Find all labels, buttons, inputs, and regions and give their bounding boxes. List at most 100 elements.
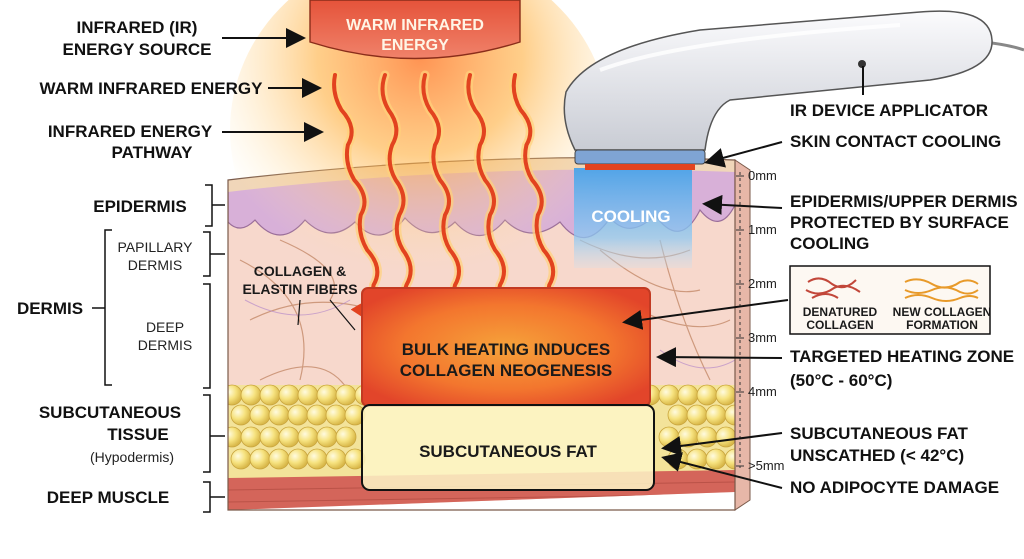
fat-cell	[705, 404, 727, 426]
label-deep-dermis-2: DERMIS	[138, 337, 192, 353]
ir-wave-arrows	[329, 70, 564, 334]
label-warm-energy: WARM INFRARED ENERGY	[40, 79, 264, 98]
bracket-epidermis	[205, 184, 225, 227]
fat-cell	[287, 448, 309, 470]
legend-denatured-2: COLLAGEN	[806, 318, 873, 332]
fat-cell	[228, 426, 243, 448]
fibers-label-2: ELASTIN FIBERS	[242, 281, 357, 297]
heating-zone-line1: BULK HEATING INDUCES	[402, 340, 610, 359]
bracket-muscle	[203, 481, 225, 513]
fat-cell	[686, 404, 708, 426]
ir-wave-arrow	[466, 73, 514, 334]
fat-cell	[228, 384, 243, 406]
legend-new-1: NEW COLLAGEN	[893, 305, 992, 319]
label-targeted-1: TARGETED HEATING ZONE	[790, 347, 1014, 366]
label-subcutaneous-2: TISSUE	[107, 425, 168, 444]
fibers-pointer-1	[297, 299, 301, 326]
label-papillary-1: PAPILLARY	[118, 239, 194, 255]
fat-cell	[230, 404, 252, 426]
source-label-line1: WARM INFRARED	[346, 17, 484, 34]
fat-box: SUBCUTANEOUS FAT	[361, 404, 655, 491]
depth-scale: 0mm 1mm 2mm 3mm 4mm >5mm	[736, 168, 784, 473]
label-subcutaneous-3: (Hypodermis)	[90, 449, 174, 465]
label-contact-cooling: SKIN CONTACT COOLING	[790, 132, 1001, 151]
depth-tick-label: 0mm	[748, 168, 777, 183]
fat-cell	[297, 426, 319, 448]
fat-cell	[316, 384, 338, 406]
fat-cell	[667, 404, 689, 426]
arrow-no-damage	[661, 452, 783, 489]
fat-cell	[677, 384, 699, 406]
label-epidermis: EPIDERMIS	[93, 197, 187, 216]
fat-cell	[306, 448, 328, 470]
fat-cell	[287, 404, 309, 426]
fat-cell	[297, 384, 319, 406]
label-no-damage: NO ADIPOCYTE DAMAGE	[790, 478, 999, 497]
cooling-label: COOLING	[591, 207, 670, 226]
label-subcutaneous-1: SUBCUTANEOUS	[39, 403, 181, 422]
ir-device-applicator	[563, 10, 1024, 170]
fibers-label-1: COLLAGEN &	[254, 263, 347, 279]
arrow-protected	[702, 194, 783, 215]
fat-cell	[658, 384, 680, 406]
label-protected-1: EPIDERMIS/UPPER DERMIS	[790, 192, 1018, 211]
ir-wave-arrow	[332, 73, 389, 334]
fat-cell	[259, 384, 281, 406]
arrow-legend	[622, 299, 789, 330]
ir-wave-arrow	[380, 73, 419, 334]
label-protected-2: PROTECTED BY SURFACE	[790, 213, 1009, 232]
label-protected-3: COOLING	[790, 234, 869, 253]
new-collagen-icon	[904, 278, 979, 302]
arrow-contact-cooling	[704, 141, 783, 168]
fat-cell	[259, 426, 281, 448]
fat-cell	[240, 426, 262, 448]
fat-cell	[658, 426, 680, 448]
fat-cell	[278, 384, 300, 406]
bracket-deep-dermis	[203, 283, 211, 389]
fat-cell	[335, 426, 357, 448]
heating-zone-line2: COLLAGEN NEOGENESIS	[400, 361, 613, 380]
label-deep-muscle: DEEP MUSCLE	[47, 488, 170, 507]
label-targeted-2: (50°C - 60°C)	[790, 371, 892, 390]
arrow-targeted	[656, 347, 783, 368]
ir-energy-source: WARM INFRARED ENERGY	[309, 0, 521, 60]
fat-cell	[249, 448, 271, 470]
depth-tick-label: 4mm	[748, 384, 777, 399]
depth-tick-label: >5mm	[748, 458, 784, 473]
denatured-collagen-icon	[805, 277, 861, 299]
left-labels: INFRARED (IR) ENERGY SOURCE WARM INFRARE…	[17, 18, 324, 513]
label-fat-unscathed-2: UNSCATHED (< 42°C)	[790, 446, 964, 465]
right-labels: IR DEVICE APPLICATOR SKIN CONTACT COOLIN…	[622, 66, 1018, 497]
label-dermis: DERMIS	[17, 299, 83, 318]
fat-cell	[268, 404, 290, 426]
fat-cell	[335, 384, 357, 406]
fat-cell	[724, 448, 735, 470]
label-deep-dermis-1: DEEP	[146, 319, 184, 335]
depth-tick-label: 1mm	[748, 222, 777, 237]
ir-wave-arrow	[421, 73, 469, 334]
fat-label: SUBCUTANEOUS FAT	[419, 442, 597, 461]
fat-cell	[249, 404, 271, 426]
cooling-column: COOLING	[574, 168, 692, 268]
fat-cell	[268, 448, 290, 470]
heating-zone: BULK HEATING INDUCES COLLAGEN NEOGENESIS	[361, 287, 651, 407]
label-pathway-1: INFRARED ENERGY	[48, 122, 213, 141]
fat-cell	[715, 426, 735, 448]
depth-tick-label: 2mm	[748, 276, 777, 291]
fibers-label-group: COLLAGEN & ELASTIN FIBERS	[242, 263, 358, 331]
fat-cell	[316, 426, 338, 448]
fat-cell	[278, 426, 300, 448]
fat-cell	[240, 384, 262, 406]
depth-tick-label: 3mm	[748, 330, 777, 345]
ir-wave-arrow	[511, 73, 564, 334]
label-papillary-2: DERMIS	[128, 257, 182, 273]
fat-cell	[306, 404, 328, 426]
label-fat-unscathed-1: SUBCUTANEOUS FAT	[790, 424, 968, 443]
fat-cell	[696, 384, 718, 406]
label-applicator: IR DEVICE APPLICATOR	[790, 101, 988, 120]
legend-new-2: FORMATION	[906, 318, 978, 332]
fat-cell	[715, 384, 735, 406]
label-ir-source-1: INFRARED (IR)	[77, 18, 198, 37]
